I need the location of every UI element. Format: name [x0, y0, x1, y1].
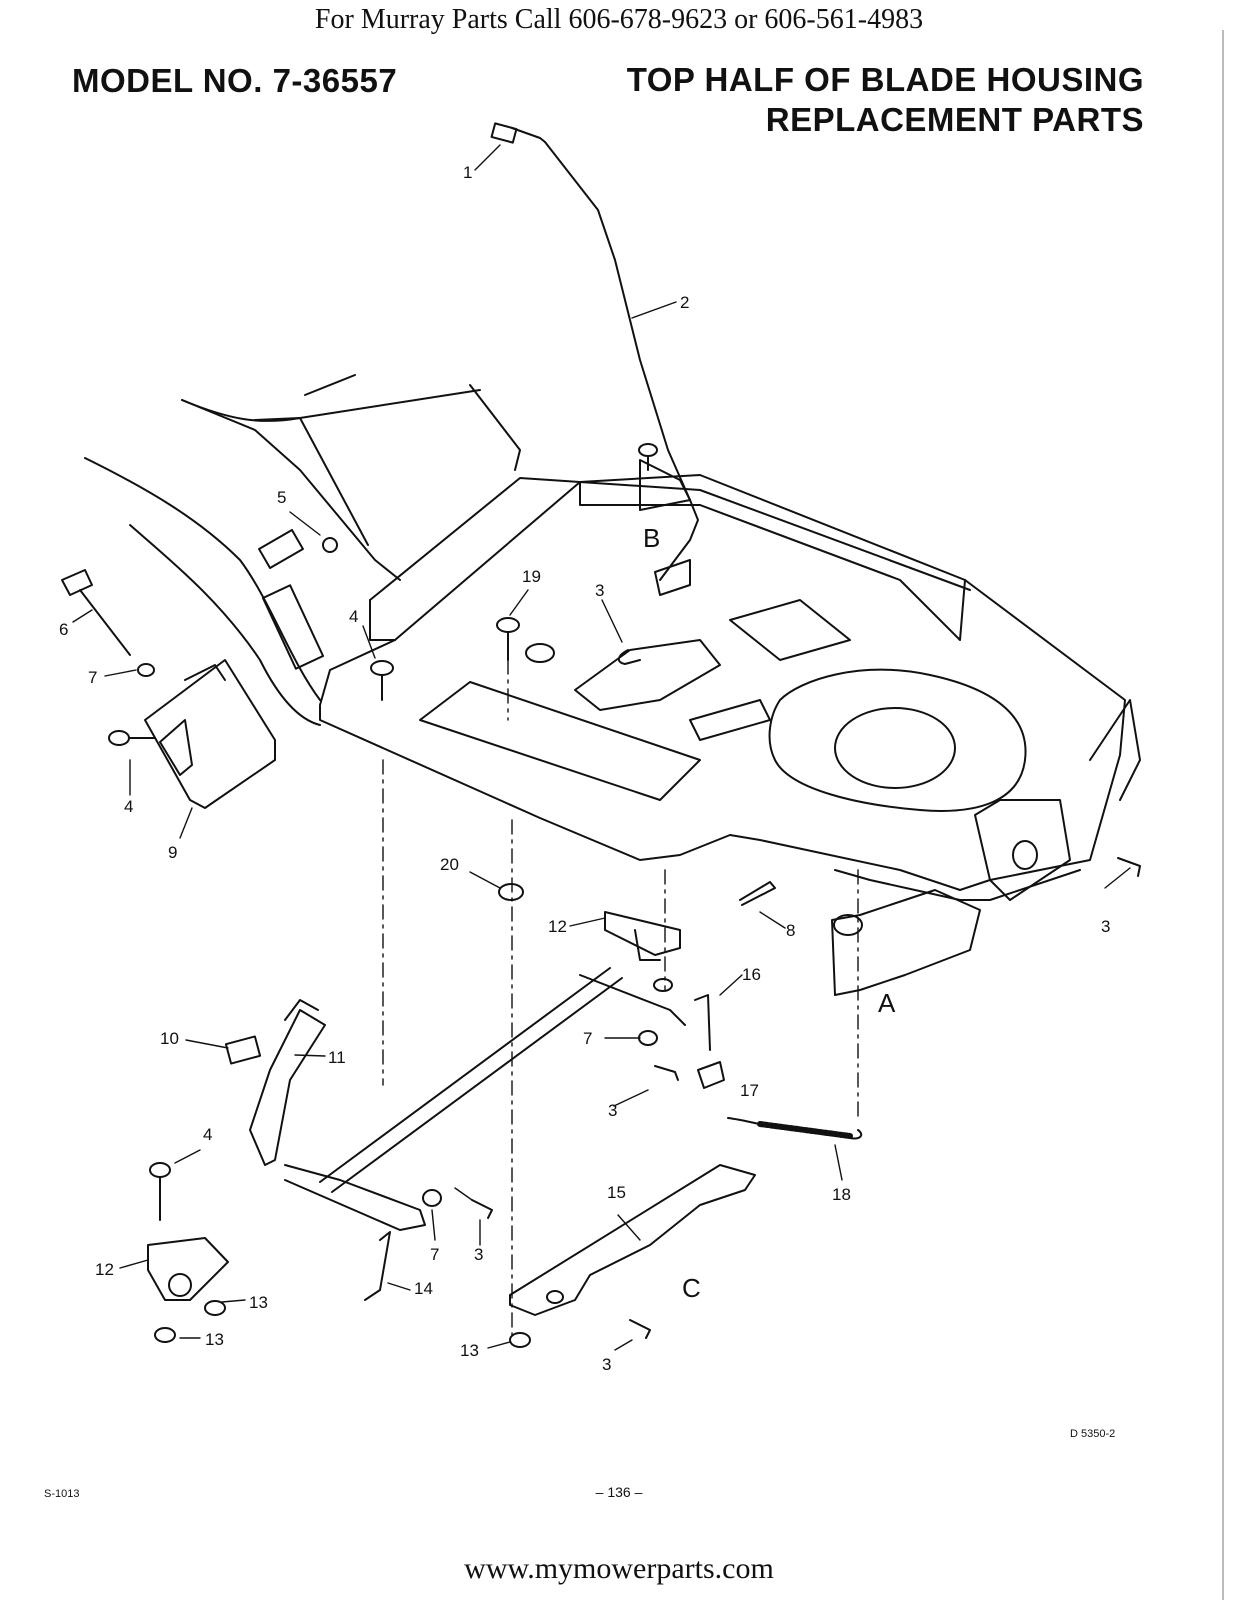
callout-4-left: 4 — [124, 797, 133, 816]
pedal-pad-10 — [224, 1035, 262, 1065]
callout-labels: 1 2 5 6 7 4 9 4 19 3 20 12 8 3 10 11 7 3… — [59, 163, 1110, 1374]
axle-bracket-a — [831, 889, 981, 996]
nut-13-c — [509, 1332, 531, 1348]
bracket-9 — [144, 659, 276, 809]
callout-15: 15 — [607, 1183, 626, 1202]
knob-5 — [322, 537, 338, 553]
sheet-code: S-1013 — [44, 1488, 80, 1500]
pedal-11 — [249, 999, 326, 1166]
callout-8: 8 — [786, 921, 795, 940]
drawing-code: D 5350-2 — [1070, 1428, 1116, 1440]
parts-phone-header: For Murray Parts Call 606-678-9623 or 60… — [314, 4, 924, 35]
callout-3-mid: 3 — [608, 1101, 617, 1120]
callout-11: 11 — [328, 1048, 346, 1067]
callout-17: 17 — [740, 1081, 759, 1100]
washer-7-left — [137, 663, 155, 677]
rod-16 — [694, 994, 711, 1051]
callout-13-c: 13 — [460, 1341, 479, 1360]
alignment-lines — [382, 659, 859, 1341]
page-number: – 136 – — [595, 1484, 643, 1500]
cross-shaft — [284, 967, 686, 1231]
nut-upper — [653, 978, 673, 992]
callout-4-upper: 4 — [349, 607, 358, 626]
diagram-title-line1: TOP HALF OF BLADE HOUSING — [626, 61, 1144, 98]
callout-3-low: 3 — [474, 1245, 483, 1264]
callout-10: 10 — [160, 1029, 179, 1048]
cotter-pin-8 — [739, 881, 776, 906]
cotter-pin-3-mid — [654, 1065, 679, 1081]
callout-2: 2 — [680, 293, 689, 312]
rod-17 — [697, 1061, 725, 1089]
callout-14: 14 — [414, 1279, 433, 1298]
cotter-pin-3-right — [1117, 857, 1141, 877]
callout-7-left: 7 — [88, 668, 97, 687]
washer-7-low — [422, 1189, 442, 1207]
callout-12-upper: 12 — [548, 917, 567, 936]
diagram-title-line2: REPLACEMENT PARTS — [765, 101, 1144, 138]
callout-13-a: 13 — [249, 1293, 268, 1312]
spring-18 — [727, 1117, 863, 1140]
cotter-pin-3-top — [617, 649, 641, 665]
bracket-12-lower — [147, 1237, 229, 1301]
bolt-4-upper — [370, 660, 394, 701]
plate-15 — [509, 1164, 756, 1316]
website-footer: www.mymowerparts.com — [464, 1552, 774, 1585]
callout-9: 9 — [168, 843, 177, 862]
washer-7-mid — [638, 1030, 658, 1046]
callout-3-bottom: 3 — [602, 1355, 611, 1374]
callout-7-mid: 7 — [583, 1029, 592, 1048]
cotter-pin-3-low — [471, 1199, 493, 1219]
bracket-12-upper — [604, 911, 681, 961]
callout-7-low: 7 — [430, 1245, 439, 1264]
link-rod-14 — [364, 1231, 391, 1301]
callout-16: 16 — [742, 965, 761, 984]
bolt-4-left — [108, 730, 156, 746]
callout-13-b: 13 — [205, 1330, 224, 1349]
callout-1: 1 — [463, 163, 472, 182]
callout-12-lower: 12 — [95, 1260, 114, 1279]
callout-3-right: 3 — [1101, 917, 1110, 936]
nut-13-b — [154, 1327, 176, 1343]
bolt-19 — [496, 617, 520, 661]
leader-lines — [72, 144, 1131, 1351]
model-number: MODEL NO. 7-36557 — [72, 62, 398, 99]
bolt-4-lower — [149, 1162, 171, 1221]
callout-4-lower: 4 — [203, 1125, 212, 1144]
callout-20: 20 — [440, 855, 459, 874]
cotter-pin-3-bottom — [629, 1319, 651, 1339]
bolt-top — [638, 443, 658, 471]
diagram-title: TOP HALF OF BLADE HOUSING REPLACEMENT PA… — [627, 60, 1144, 140]
washer-20 — [498, 883, 524, 901]
callout-3-top: 3 — [595, 581, 604, 600]
reference-letter-c: C — [682, 1273, 701, 1303]
seat-deck — [319, 474, 1141, 901]
reference-letters: B A C — [643, 523, 896, 1303]
callout-18: 18 — [832, 1185, 851, 1204]
callout-5: 5 — [277, 488, 286, 507]
reference-letter-b: B — [643, 523, 660, 553]
reference-letter-a: A — [878, 988, 896, 1018]
lift-lever-rod — [490, 122, 699, 596]
callout-19: 19 — [522, 567, 541, 586]
scan-edge-line — [1222, 30, 1224, 1600]
callout-6: 6 — [59, 620, 68, 639]
fender-outline — [84, 374, 521, 726]
nut-13-a — [204, 1300, 226, 1316]
adjuster-knob-6 — [61, 569, 131, 656]
